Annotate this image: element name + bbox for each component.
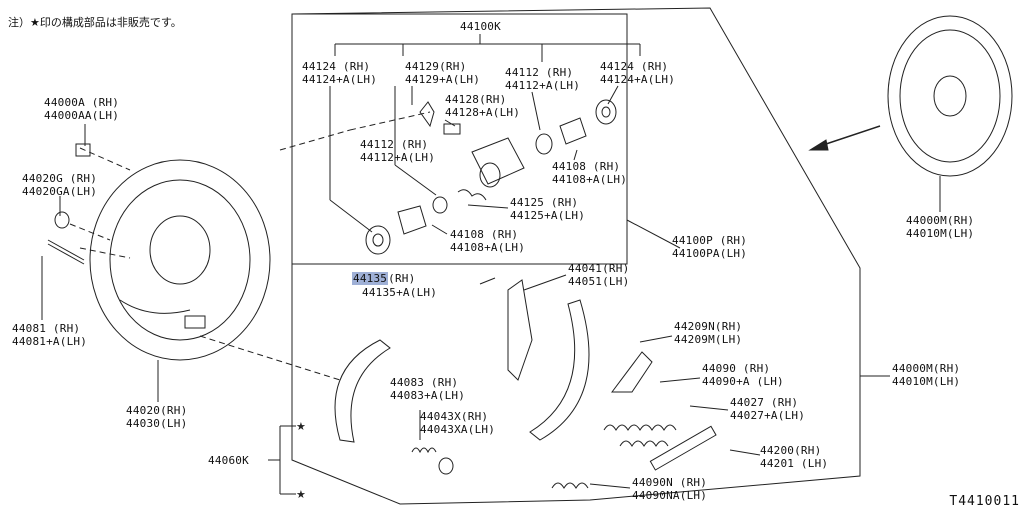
label-44124-right: 44124 (RH) 44124+A(LH) <box>600 60 676 86</box>
label-44135-rh: (RH) <box>388 272 416 285</box>
label-44041: 44041(RH) 44051(LH) <box>568 262 630 288</box>
label-44129: 44129(RH) 44129+A(LH) <box>405 60 481 86</box>
label-44108-right: 44108 (RH) 44108+A(LH) <box>552 160 628 186</box>
label-44100K: 44100K <box>460 20 501 33</box>
backing-plate <box>89 159 271 361</box>
label-44083: 44083 (RH) 44083+A(LH) <box>390 376 466 402</box>
brake-shoe-right <box>529 299 590 441</box>
note-text: 注）★印の構成部品は非販売です。 <box>8 16 182 29</box>
figure-code: T4410011 <box>949 494 1020 509</box>
assembly-outline <box>291 7 861 505</box>
label-44125: 44125 (RH) 44125+A(LH) <box>510 196 586 222</box>
star-icon: ★ <box>296 488 306 501</box>
label-44090N: 44090N (RH) 44090NA(LH) <box>632 476 708 502</box>
label-44200: 44200(RH) 44201 (LH) <box>760 444 829 470</box>
label-44000A: 44000A (RH) 44000AA(LH) <box>44 96 120 122</box>
label-44090: 44090 (RH) 44090+A (LH) <box>702 362 784 388</box>
label-44135: 44135(RH) <box>352 272 415 285</box>
label-44081: 44081 (RH) 44081+A(LH) <box>12 322 88 348</box>
label-44000M-lower: 44000M(RH) 44010M(LH) <box>892 362 961 388</box>
label-44020: 44020(RH) 44030(LH) <box>126 404 188 430</box>
brake-shoe-left <box>334 339 391 443</box>
label-44108-left: 44108 (RH) 44108+A(LH) <box>450 228 526 254</box>
label-44209: 44209N(RH) 44209M(LH) <box>674 320 743 346</box>
star-icon: ★ <box>296 420 306 433</box>
label-44020G: 44020G (RH) 44020GA(LH) <box>22 172 98 198</box>
label-44128: 44128(RH) 44128+A(LH) <box>445 93 521 119</box>
label-44043: 44043X(RH) 44043XA(LH) <box>420 410 496 436</box>
label-44135-lh: 44135+A(LH) <box>362 286 438 299</box>
label-44124-left: 44124 (RH) 44124+A(LH) <box>302 60 378 86</box>
assembled-brake <box>887 15 1013 177</box>
label-44100P: 44100P (RH) 44100PA(LH) <box>672 234 748 260</box>
label-44000M-upper: 44000M(RH) 44010M(LH) <box>906 214 975 240</box>
label-44112-top: 44112 (RH) 44112+A(LH) <box>505 66 581 92</box>
wheel-cylinder-box <box>291 13 628 265</box>
highlight-44135: 44135 <box>352 272 389 285</box>
label-44112-mid: 44112 (RH) 44112+A(LH) <box>360 138 436 164</box>
label-44027: 44027 (RH) 44027+A(LH) <box>730 396 806 422</box>
label-44060K: 44060K <box>208 454 249 467</box>
